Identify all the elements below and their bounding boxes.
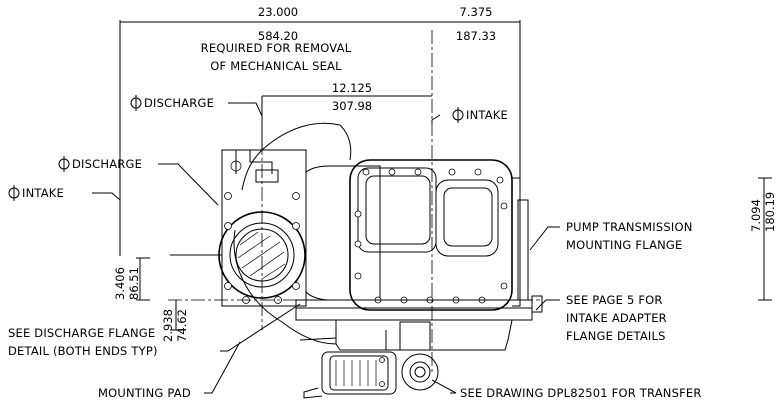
dim-overall-in: 23.000 [258,5,298,19]
leader-lines [92,102,560,394]
centerline-symbol-icon [58,156,70,172]
dim-right-mm: 187.33 [456,29,496,43]
cl-intake-left-label: INTAKE [22,186,64,200]
page5-note-line1: SEE PAGE 5 FOR [566,293,663,307]
intake-adapter-flange [349,159,513,311]
volute-casing [261,122,352,161]
dim-overall-mm: 584.20 [258,29,298,43]
transmission-body [512,177,521,307]
pump-outline [218,122,543,399]
dim-center-in: 12.125 [332,81,372,95]
discharge-housing [221,149,307,307]
dim-right-vert-in: 7.094 [749,199,763,232]
transfer-case [303,351,439,399]
dim-right-in: 7.375 [460,5,493,19]
intake-flange-bolts [354,168,508,304]
dimension-text: 23.000 584.20 7.375 187.33 12.125 307.98… [113,5,777,342]
dimension-lines [119,20,772,331]
cl-intake-top-label: INTAKE [466,108,508,122]
page5-note-line3: FLANGE DETAILS [566,329,666,343]
centerline-symbol-icon [452,107,464,123]
centerlines [168,30,540,372]
dim-left-upper-mm: 86.51 [127,267,141,300]
mounting-pad-label: MOUNTING PAD [98,386,191,400]
discharge-flange-note-line1: SEE DISCHARGE FLANGE [8,326,155,340]
pump-flange-line1: PUMP TRANSMISSION [566,220,693,234]
base-plate [295,299,533,309]
centerline-symbol-icon [8,185,20,201]
discharge-flange-note-line2: DETAIL (BOTH ENDS TYP) [8,344,158,358]
annotation-text: REQUIRED FOR REMOVAL OF MECHANICAL SEAL … [8,41,702,400]
centerline-symbol-icon [130,95,142,111]
dim-left-lower-mm: 74.62 [175,309,189,342]
discharge-flange-bore [229,222,295,288]
see-drawing-note: SEE DRAWING DPL82501 FOR TRANSFER [460,386,702,400]
cl-discharge-top-label: DISCHARGE [144,96,214,110]
dim-left-upper-in: 3.406 [113,267,127,300]
removal-note-line2: OF MECHANICAL SEAL [210,59,342,73]
intake-housing [305,165,381,301]
dim-center-mm: 307.98 [332,99,372,113]
dim-left-lower-in: 2.938 [161,309,175,342]
page5-note-line2: INTAKE ADAPTER [566,311,667,325]
pump-flange-line2: MOUNTING FLANGE [566,238,683,252]
cl-discharge-left-label: DISCHARGE [72,157,142,171]
dim-right-vert-mm: 180.19 [763,192,777,232]
removal-note-line1: REQUIRED FOR REMOVAL [201,41,352,55]
